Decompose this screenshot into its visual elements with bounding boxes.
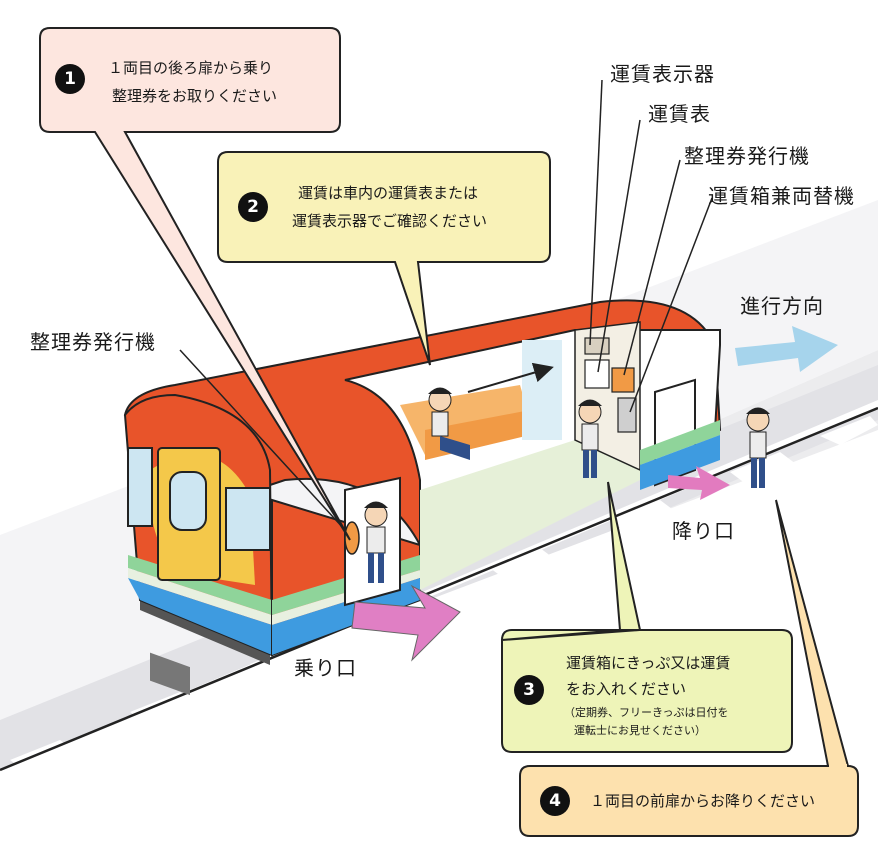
callout-1-bubble [39,27,351,541]
label-ticket-machine-front: 整理券発行機 [684,144,810,168]
step-1-badge: 1 [55,64,85,94]
interior-walk-arrow [467,362,554,393]
step-3-note2: 運転士にお見せください） [574,724,706,737]
callout-2-bubble [217,151,551,366]
step-1-line2: 整理券をお取りください [112,87,278,105]
passenger-figure-seated [428,387,470,460]
train-car [123,299,722,696]
step-4-badge: 4 [540,786,570,816]
label-direction: 進行方向 [740,294,824,318]
label-exit: 降り口 [672,519,735,543]
passenger-figure-paying [578,399,602,478]
step-3-line1: 運賃箱にきっぷ又は運賃 [566,654,731,672]
exit-arrow [668,466,730,500]
label-fare-display: 運賃表示器 [610,62,715,86]
step-2-badge: 2 [238,192,268,222]
step-3-note1: （定期券、フリーきっぷは日付を [564,706,729,719]
rear-ticket-machine [344,521,360,555]
leader-lines [179,79,713,531]
step-3-badge: 3 [514,675,544,705]
step-2-line1: 運賃は車内の運賃表または [298,184,479,202]
passenger-figure [364,501,388,583]
callout-3-bubble [500,481,793,753]
label-boarding: 乗り口 [294,656,357,680]
step-4-line1: １両目の前扉からお降りください [590,792,816,810]
step-1-line1: １両目の後ろ扉から乗り [108,59,274,77]
label-fare-table: 運賃表 [648,102,711,126]
callout-4-bubble [519,499,859,837]
step-2-line2: 運賃表示器でご確認ください [292,212,488,230]
direction-arrow [735,326,838,372]
label-fare-box-changer: 運賃箱兼両替機 [708,184,855,208]
label-ticket-machine-rear: 整理券発行機 [30,330,156,354]
boarding-arrow [351,584,461,662]
passenger-figure-exiting [746,407,770,488]
step-3-line2: をお入れください [566,680,687,698]
